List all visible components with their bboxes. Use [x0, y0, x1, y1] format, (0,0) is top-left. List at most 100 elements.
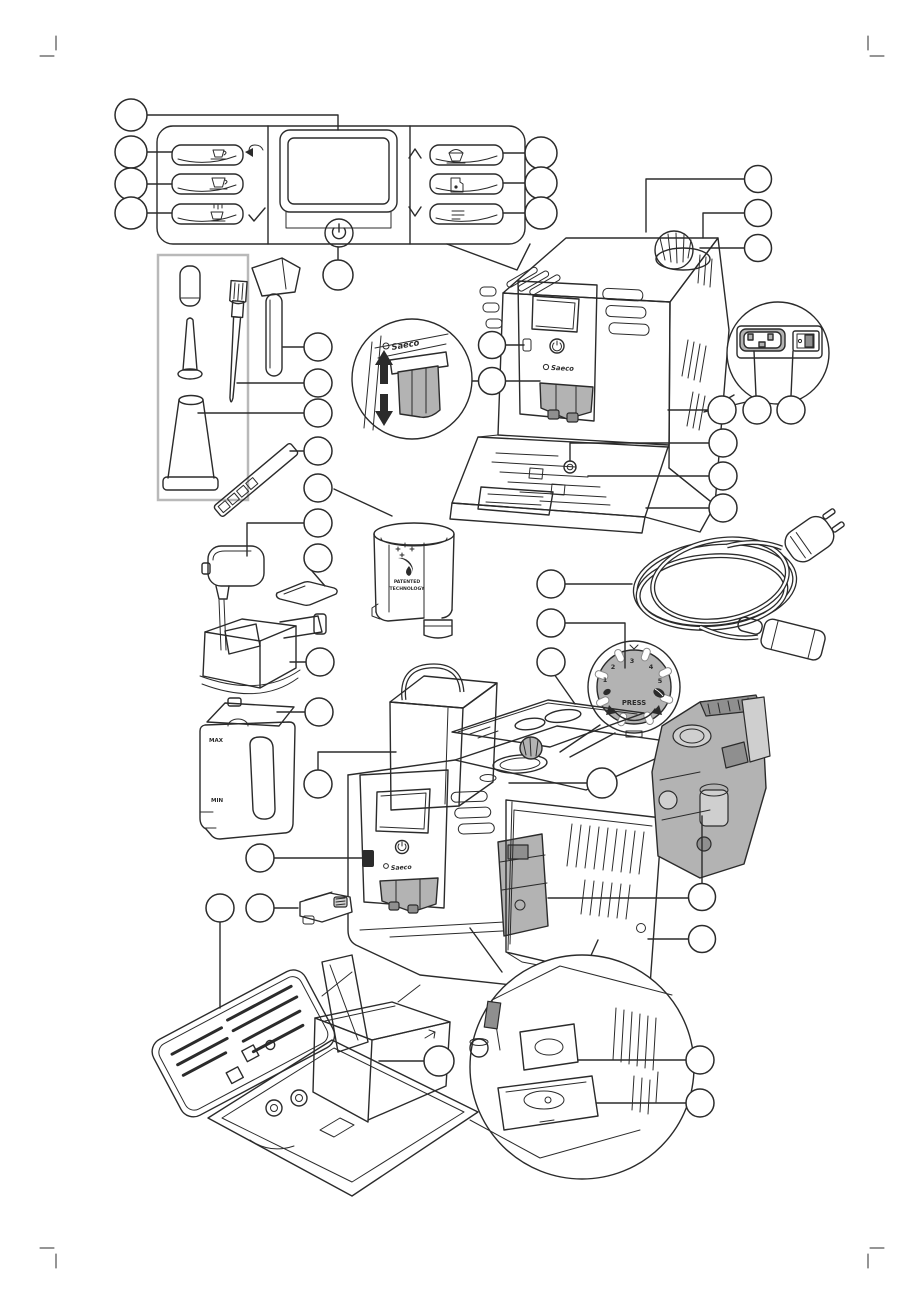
milk-froth-button	[429, 173, 504, 195]
crop-marks	[39, 35, 885, 1269]
callout-circle	[742, 395, 772, 425]
callout-circle	[707, 395, 737, 425]
mains-plug	[784, 508, 845, 563]
bean-hopper	[479, 736, 548, 782]
callout-circle	[477, 366, 507, 396]
callout-circle	[114, 135, 148, 169]
carafe-small-lid	[275, 580, 338, 607]
grease-tube	[162, 265, 219, 491]
interior-vents	[612, 1007, 659, 1115]
drip-tray-top	[477, 452, 611, 516]
check-icon	[248, 207, 266, 222]
brand-logo: Saeco	[391, 864, 413, 872]
sparkle-icon	[395, 542, 415, 558]
press-label: PRESS	[622, 699, 646, 707]
leader-lines	[146, 114, 794, 1104]
special-drinks-button	[171, 203, 266, 225]
milk-carafe-parts: MAX MIN	[199, 545, 338, 840]
callout-circle	[477, 330, 507, 360]
callout-circle	[743, 198, 773, 228]
water-hardness-test-strip	[213, 443, 299, 517]
callout-circle	[708, 493, 738, 523]
cappuccino-icon	[446, 149, 466, 164]
patented-label: PATENTED	[394, 579, 421, 585]
callout-circles	[114, 98, 806, 1118]
inset-power-socket	[703, 301, 830, 413]
inset-spout-adjust: Saeco	[351, 318, 473, 440]
callout-circle	[205, 893, 235, 923]
arrow-up-icon	[375, 350, 393, 384]
menu-button	[429, 203, 504, 225]
droplet-icon	[406, 566, 412, 576]
brand-emblem-icon	[382, 342, 390, 350]
callout-circle	[114, 196, 148, 230]
min-label: MIN	[211, 798, 224, 804]
power-icon	[552, 340, 562, 352]
callout-circle	[524, 196, 558, 230]
coffee-cup-icon	[209, 177, 228, 190]
callout-circle	[536, 569, 566, 599]
callout-circle	[524, 136, 558, 170]
callout-circle	[423, 1045, 455, 1077]
callout-circle	[776, 395, 806, 425]
water-filter: PATENTED TECHNOLOGY	[371, 522, 455, 639]
callout-circle	[708, 428, 738, 458]
dial-number-1: 1	[603, 676, 608, 684]
left-edge-slats	[479, 286, 503, 329]
callout-circle	[536, 608, 566, 638]
brand-logo: Saeco	[391, 337, 421, 352]
power-cord	[632, 508, 845, 661]
callout-circle	[524, 166, 558, 200]
callout-circle	[303, 436, 333, 466]
callout-circle	[743, 233, 773, 263]
splash-panel	[321, 954, 369, 1053]
carafe-connector-part	[299, 891, 353, 925]
front-panel: Saeco	[517, 280, 598, 423]
power-icon	[331, 223, 347, 240]
machine-rear-view: Saeco	[347, 663, 689, 989]
appliance-connector	[737, 616, 826, 661]
drip-tray-assembly	[151, 954, 479, 1197]
back-icon	[245, 144, 264, 157]
callout-circle	[743, 164, 773, 194]
power-button	[324, 218, 354, 248]
callout-circle	[303, 398, 333, 428]
callout-circle	[303, 473, 333, 503]
control-panel-detail	[156, 125, 531, 271]
callout-circle	[304, 697, 334, 727]
callout-circle	[303, 543, 333, 573]
interior-drawer	[497, 1075, 599, 1131]
callout-circle	[536, 647, 566, 677]
callout-circle	[245, 893, 275, 923]
technology-label: TECHNOLOGY	[390, 586, 426, 592]
measuring-scoop	[251, 257, 301, 377]
dial-number-4: 4	[649, 663, 654, 671]
carafe-socket	[362, 850, 374, 867]
callout-circle	[303, 769, 333, 799]
bean-icon-large	[653, 688, 665, 698]
callout-circle	[305, 647, 335, 677]
brew-group	[651, 694, 771, 879]
dial-number-2: 2	[611, 663, 616, 671]
callout-circle	[114, 167, 148, 201]
rear-side-vents	[450, 790, 495, 835]
side-vents	[602, 287, 650, 336]
chevron-up-icon	[408, 148, 422, 159]
callout-circle	[685, 1088, 715, 1118]
coffee-button	[171, 173, 244, 195]
callout-circle	[687, 882, 717, 912]
bean-hopper-knob	[654, 230, 711, 271]
swoosh-icon	[398, 557, 414, 572]
water-tank	[389, 663, 498, 811]
brand-emblem-icon	[542, 363, 550, 371]
grinder-dial: 1 2 3 4 5 PRESS	[559, 640, 681, 758]
cappuccino-button	[429, 144, 504, 166]
dial-notches	[594, 647, 674, 727]
display-screen	[279, 129, 398, 229]
callout-circle	[685, 1045, 715, 1075]
callout-circle	[708, 461, 738, 491]
bean-icon-small	[603, 688, 611, 696]
power-switch	[792, 330, 820, 352]
slide-arrow-icon	[424, 1029, 436, 1039]
